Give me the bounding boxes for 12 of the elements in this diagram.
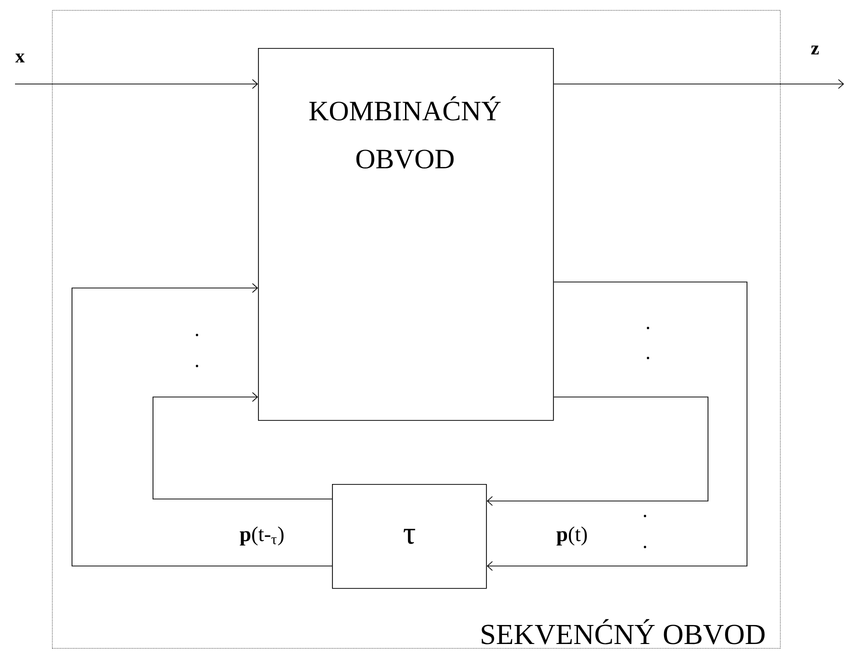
delay-box: τ (332, 484, 487, 589)
process-box: KOMBINAĆNÝ OBVOD (258, 48, 554, 421)
arrow (152, 392, 332, 500)
arrow (486, 282, 748, 571)
signal-label: p(t-$_{τ}$) (240, 526, 284, 546)
edge-label: x (15, 54, 25, 62)
arrow (486, 396, 708, 506)
arrow (72, 283, 332, 566)
edge-label: z (811, 46, 819, 54)
arrow (553, 79, 844, 89)
arrow (14, 79, 258, 89)
signal-label: p(t) (556, 526, 587, 546)
